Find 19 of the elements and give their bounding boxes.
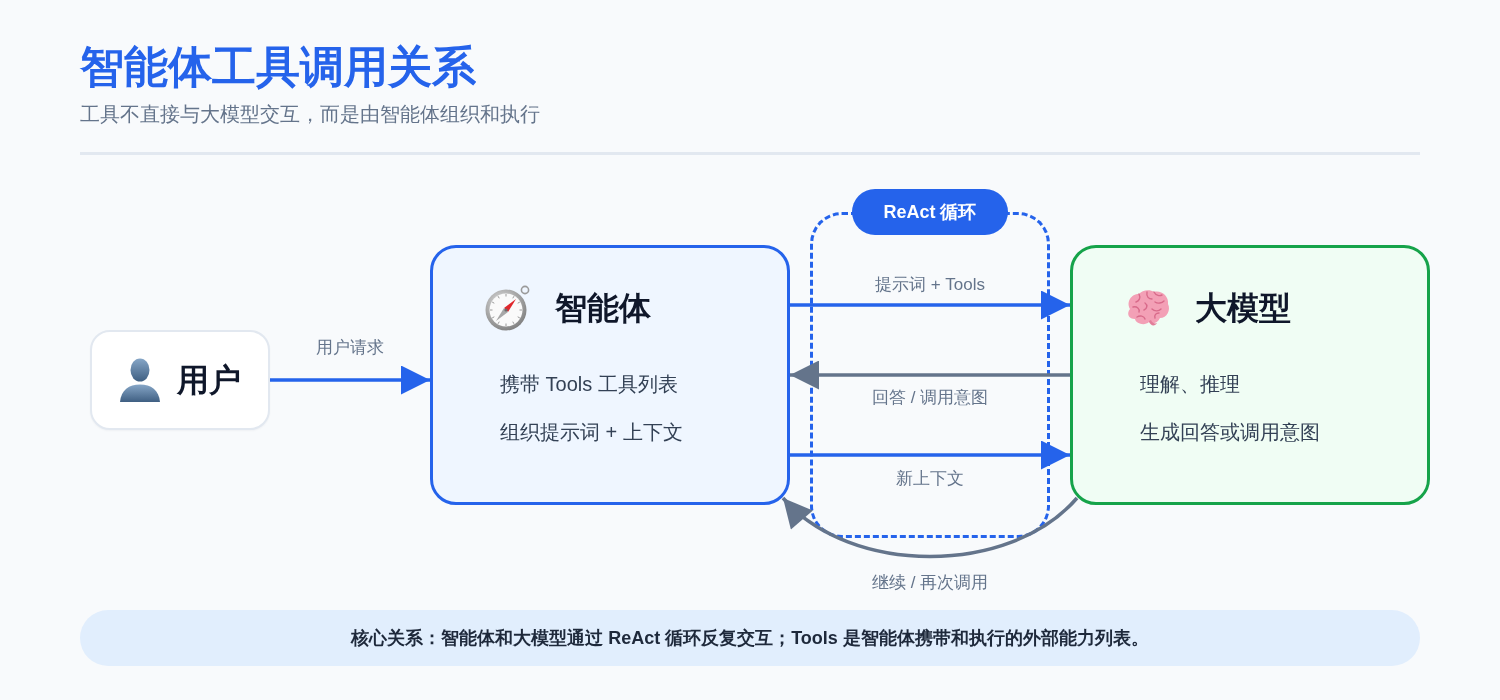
loop-badge: ReAct 循环 (852, 189, 1008, 235)
arrow (790, 440, 1070, 470)
node-title: 智能体 (555, 289, 651, 328)
summary-text: 核心关系：智能体和大模型通过 ReAct 循环反复交互；Tools 是智能体携带和执行的外部能力列表。 (351, 626, 1149, 650)
arrow (790, 290, 1070, 320)
model-panel (1070, 245, 1430, 505)
node-text: 生成回答或调用意图 (1140, 420, 1320, 444)
node-text: 组织提示词 + 上下文 (500, 420, 683, 444)
arrow (781, 496, 1079, 559)
node-title: 用户 (177, 361, 241, 400)
agent-panel (430, 245, 790, 505)
node-text: 理解、推理 (1140, 372, 1240, 396)
node-text: 携带 Tools 工具列表 (500, 372, 678, 396)
arrow (790, 360, 1070, 390)
user-card (90, 330, 270, 430)
node-title: 大模型 (1195, 289, 1291, 328)
diagram-title: 智能体工具调用关系 (80, 41, 476, 93)
subtitle: 工具不直接与大模型交互，而是由智能体组织和执行 (80, 102, 540, 127)
arrow (270, 365, 430, 395)
